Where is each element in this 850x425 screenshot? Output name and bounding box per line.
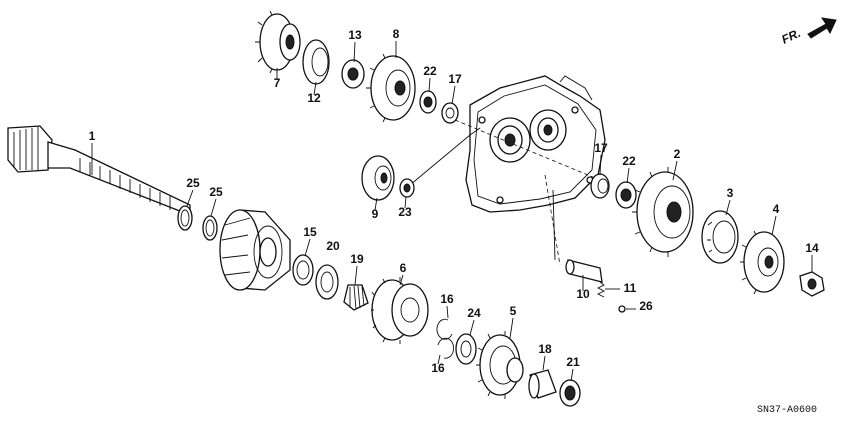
leader-lines xyxy=(91,41,813,382)
front-direction-arrow-icon xyxy=(807,17,837,39)
clutch-drum xyxy=(219,209,291,291)
direction-label: FR. xyxy=(779,26,802,47)
part-3-bearing xyxy=(701,210,739,264)
part-10-shaft xyxy=(565,259,603,283)
part-26-ball xyxy=(618,305,626,313)
callout-22: 22 xyxy=(423,64,437,78)
callout-25: 25 xyxy=(186,176,200,190)
part-15-washer xyxy=(292,254,314,286)
diagram-code: SN37-A0600 xyxy=(757,405,817,416)
part-2-gear xyxy=(632,167,694,257)
part-8-gear xyxy=(366,53,416,123)
callout-16: 16 xyxy=(440,292,454,306)
callout-7: 7 xyxy=(274,76,281,90)
callout-12: 12 xyxy=(307,91,321,105)
part-17-collar-top xyxy=(441,102,459,124)
part-20-bearing xyxy=(315,264,339,300)
part-24-washer xyxy=(455,333,477,365)
part-18-sleeve xyxy=(528,369,557,399)
callout-11: 11 xyxy=(624,281,637,295)
callout-22: 22 xyxy=(622,154,636,168)
part-17-collar-right xyxy=(590,173,610,199)
callout-3: 3 xyxy=(727,186,734,200)
part-12-synchro-sleeve xyxy=(302,39,330,85)
callout-5: 5 xyxy=(510,304,517,318)
part-13-hub xyxy=(341,59,365,89)
callout-8: 8 xyxy=(393,27,400,41)
callout-1: 1 xyxy=(89,129,96,143)
transmission-housing xyxy=(465,75,606,213)
callout-14: 14 xyxy=(805,241,819,255)
callout-10: 10 xyxy=(576,287,590,301)
callout-19: 19 xyxy=(350,252,364,266)
part-22-bearing-right xyxy=(615,181,637,209)
part-21-bearing xyxy=(559,379,581,407)
part-6-gear xyxy=(371,277,429,344)
callout-23: 23 xyxy=(398,205,412,219)
callout-2: 2 xyxy=(674,147,681,161)
callout-25: 25 xyxy=(209,185,223,199)
part-14-nut xyxy=(799,271,825,297)
callout-17: 17 xyxy=(448,72,462,86)
callout-15: 15 xyxy=(303,225,317,239)
part-1-mainshaft xyxy=(7,125,191,216)
part-7-gear xyxy=(255,10,301,74)
callout-4: 4 xyxy=(773,202,780,216)
part-16-circlips xyxy=(436,318,455,359)
callout-20: 20 xyxy=(326,239,340,253)
part-4-gear xyxy=(740,230,785,295)
part-19-needle-bearing xyxy=(343,284,369,311)
callout-9: 9 xyxy=(372,207,379,221)
front-direction-indicator: FR. xyxy=(779,17,837,47)
callout-21: 21 xyxy=(566,355,580,369)
part-5-gear xyxy=(476,331,524,399)
callout-6: 6 xyxy=(400,261,407,275)
part-9-gear xyxy=(361,155,395,201)
callout-24: 24 xyxy=(467,306,481,320)
part-22-bearing-top xyxy=(419,90,437,114)
callout-26: 26 xyxy=(639,299,653,313)
callout-13: 13 xyxy=(348,28,362,42)
callout-18: 18 xyxy=(538,342,552,356)
part-11-spring xyxy=(596,281,606,298)
callout-16: 16 xyxy=(431,361,445,375)
callout-17: 17 xyxy=(594,141,608,155)
part-25-rings xyxy=(177,205,218,241)
assembly-lines xyxy=(409,119,601,266)
part-23-bearing xyxy=(399,178,415,198)
